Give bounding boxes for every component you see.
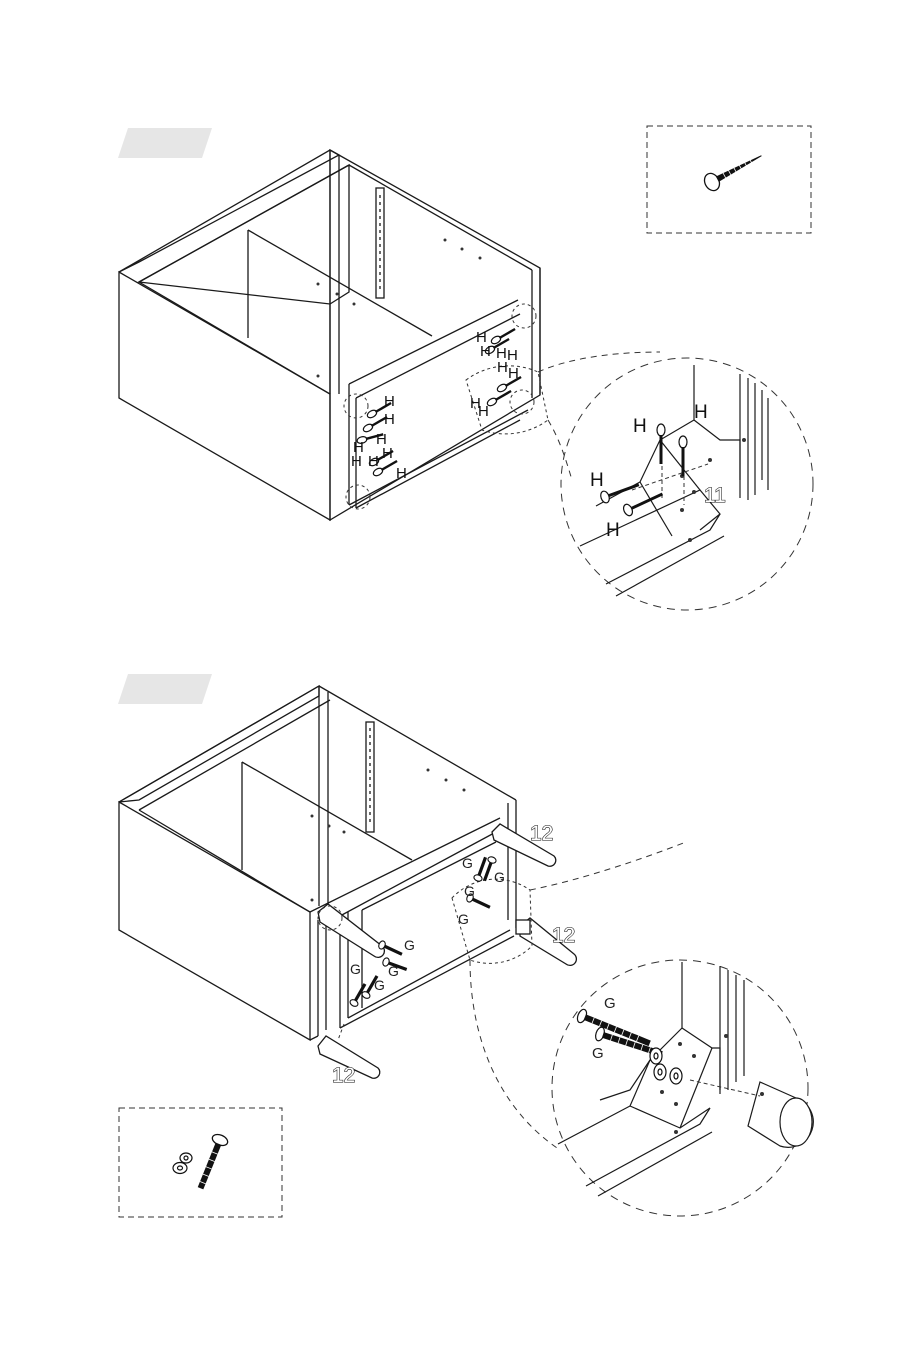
label-h: H [497,359,508,376]
part-number-12: 12 [552,924,575,947]
detail-circle-step-2: G G [552,960,813,1216]
label-g: G [462,855,473,871]
label-g: G [404,937,415,953]
detail-leader-step-2 [470,842,686,1150]
cabinet-holes-step-2 [311,769,466,902]
part-number-11: 11 [704,484,726,507]
detail-markers-step-2 [318,879,532,1040]
label-g: G [374,977,385,993]
legs-step-2 [318,824,576,1078]
label-g: G [388,963,399,979]
step-1-badge [118,128,212,158]
step-2-badge [118,674,212,704]
bolt-with-washer-icon [173,1132,229,1191]
label-h: H [384,393,395,410]
hardware-labels-step-2: G G G G G G G G [350,855,505,993]
label-h: H [508,365,519,382]
label-h: H [351,453,362,470]
cabinet-holes-step-1 [317,239,482,378]
label-h: H [368,453,379,470]
detail-label-h: H [590,470,604,491]
wood-screw-icon [702,148,766,193]
label-g: G [494,869,505,885]
label-h: H [478,403,489,420]
leg-mid-left [318,904,384,957]
detail-label-g: G [592,1045,604,1062]
label-g: G [458,911,469,927]
label-h: H [507,347,518,364]
step-2: G G G G G G G G 12 12 12 [118,674,813,1217]
detail-screws-step-1 [599,424,687,517]
label-g: G [464,883,475,899]
detail-circle-step-1: H H H H 11 [561,358,813,610]
label-h: H [480,343,491,360]
step-1: H H H H H H H H H H H H H H H H [118,126,813,610]
detail-label-g: G [604,995,616,1012]
part-number-12: 12 [332,1064,355,1087]
label-h: H [382,445,393,462]
label-h: H [384,411,395,428]
detail-markers-step-1 [344,304,548,509]
hardware-box-step-1 [647,126,811,233]
detail-label-h: H [633,416,647,437]
detail-label-h: H [694,402,708,423]
label-g: G [350,961,361,977]
hardware-box-step-2 [119,1108,282,1217]
cabinet-step-2 [119,686,516,1040]
detail-label-h: H [606,520,620,541]
label-h: H [396,465,407,482]
part-number-12: 12 [530,822,553,845]
